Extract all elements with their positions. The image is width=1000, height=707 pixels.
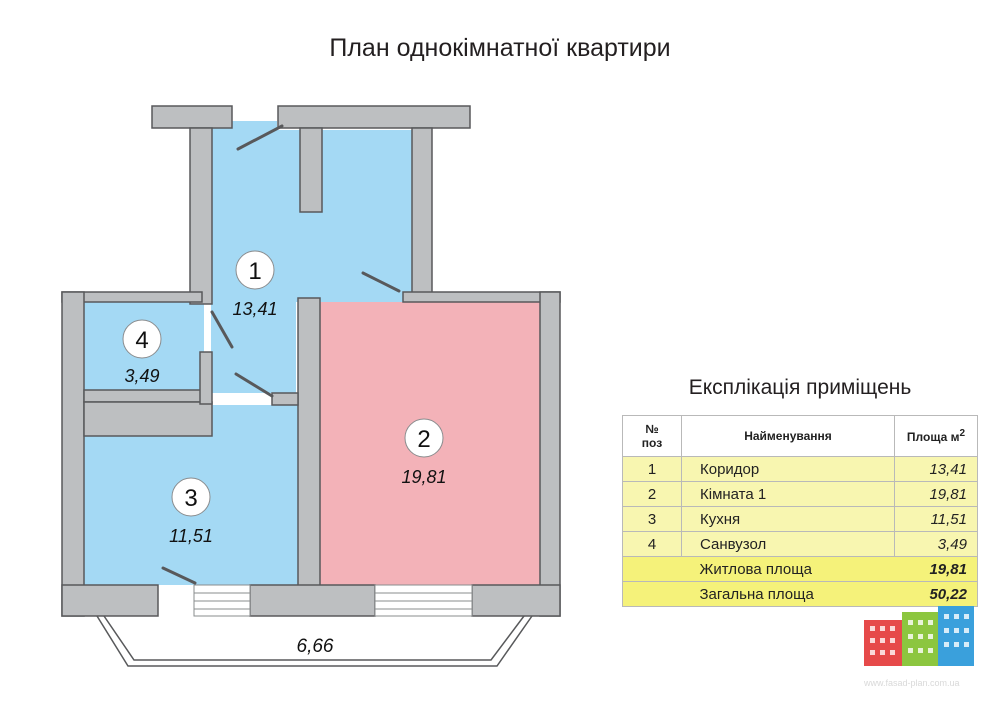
explication-title: Експлікація приміщень	[688, 376, 912, 399]
walls	[61, 105, 561, 617]
window-room	[374, 584, 473, 617]
header-area: Площа м2	[894, 415, 978, 457]
svg-text:2: 2	[417, 426, 430, 453]
balcony	[96, 615, 533, 667]
svg-text:19,81: 19,81	[401, 467, 446, 487]
room-1-fill	[211, 121, 413, 393]
room-label-1: 1 13,41	[232, 250, 278, 319]
svg-text:11,51: 11,51	[169, 526, 213, 546]
room-label-4: 4 3,49	[122, 319, 162, 386]
window-kitchen	[193, 584, 251, 617]
svg-text:3: 3	[184, 485, 197, 512]
width-dimension: 6,66	[297, 636, 334, 657]
page-title: План однокімнатної квартири	[329, 34, 671, 62]
room-label-2: 2 19,81	[401, 418, 447, 487]
svg-text:3,49: 3,49	[124, 366, 159, 386]
building-logo-icon	[864, 606, 974, 666]
doors	[161, 124, 401, 585]
svg-text:1: 1	[248, 258, 261, 285]
header-name: Найменування	[681, 415, 895, 457]
watermark: www.fasad-plan.com.ua	[864, 678, 960, 688]
svg-text:4: 4	[135, 327, 148, 354]
room-label-3: 3 11,51	[169, 477, 213, 546]
svg-text:13,41: 13,41	[232, 299, 277, 319]
